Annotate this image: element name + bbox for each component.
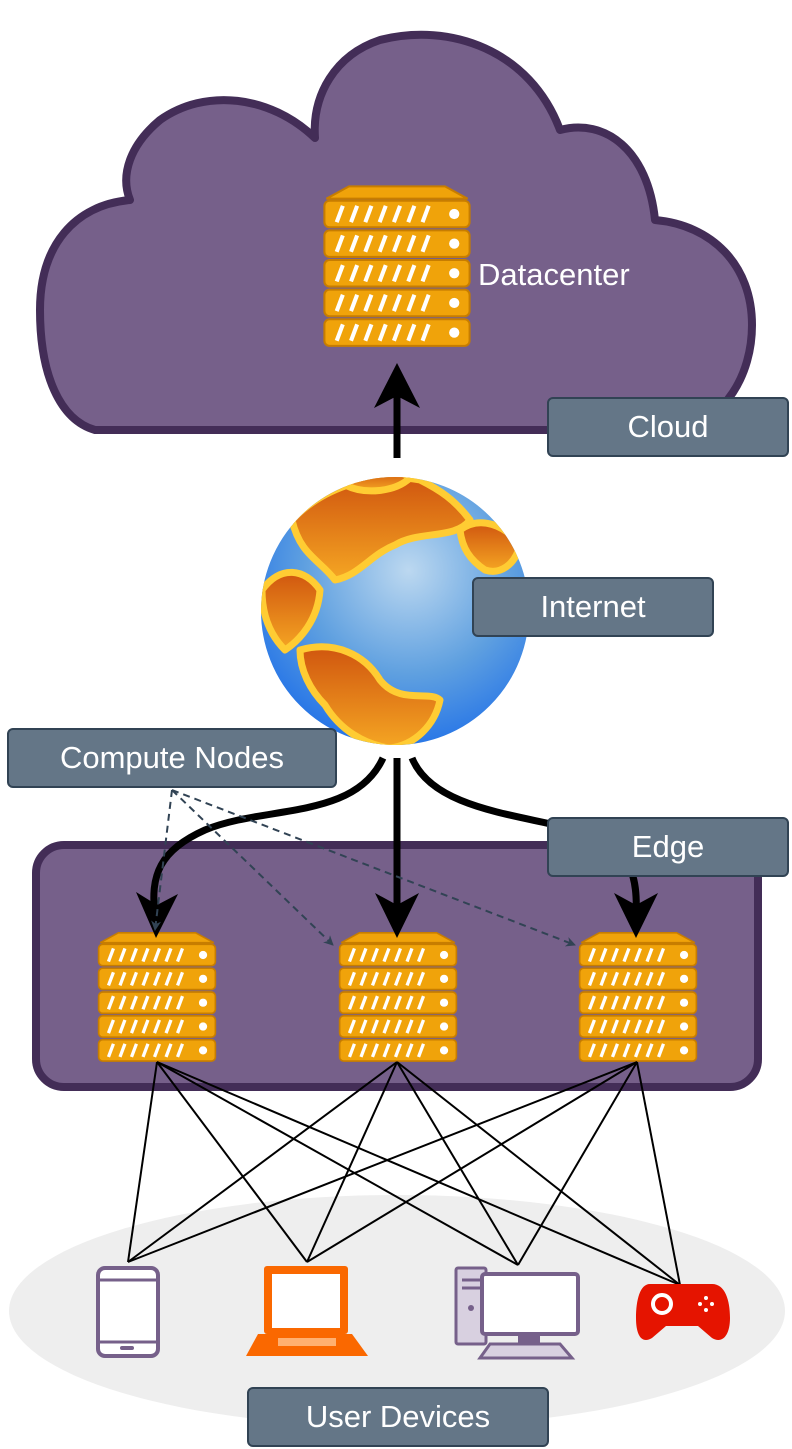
downlink-arrow-1 — [150, 756, 387, 916]
user-devices-tag: User Devices — [247, 1387, 549, 1447]
device-links — [127, 1061, 681, 1286]
downlink-arrowhead-3 — [614, 893, 658, 938]
gamepad-icon — [636, 1284, 730, 1340]
compute-nodes-pointer-2 — [171, 789, 334, 946]
globe-icon — [259, 475, 531, 747]
compute-nodes-tag: Compute Nodes — [7, 728, 337, 788]
tablet-icon — [96, 1266, 160, 1358]
edge-server-icon-1 — [99, 933, 216, 1061]
cloud-tag: Cloud — [547, 397, 789, 457]
datacenter-server-icon — [324, 186, 469, 345]
desktop-computer-icon — [454, 1266, 580, 1360]
uplink-arrowhead — [374, 363, 420, 408]
internet-tag: Internet — [472, 577, 714, 637]
edge-tag: Edge — [547, 817, 789, 877]
datacenter-label: Datacenter — [478, 257, 630, 292]
downlink-arrowhead-2 — [375, 893, 419, 938]
edge-server-icon-2 — [340, 933, 457, 1061]
laptop-icon — [246, 1266, 368, 1356]
user-devices-area — [9, 1195, 785, 1427]
edge-server-icon-3 — [580, 933, 697, 1061]
